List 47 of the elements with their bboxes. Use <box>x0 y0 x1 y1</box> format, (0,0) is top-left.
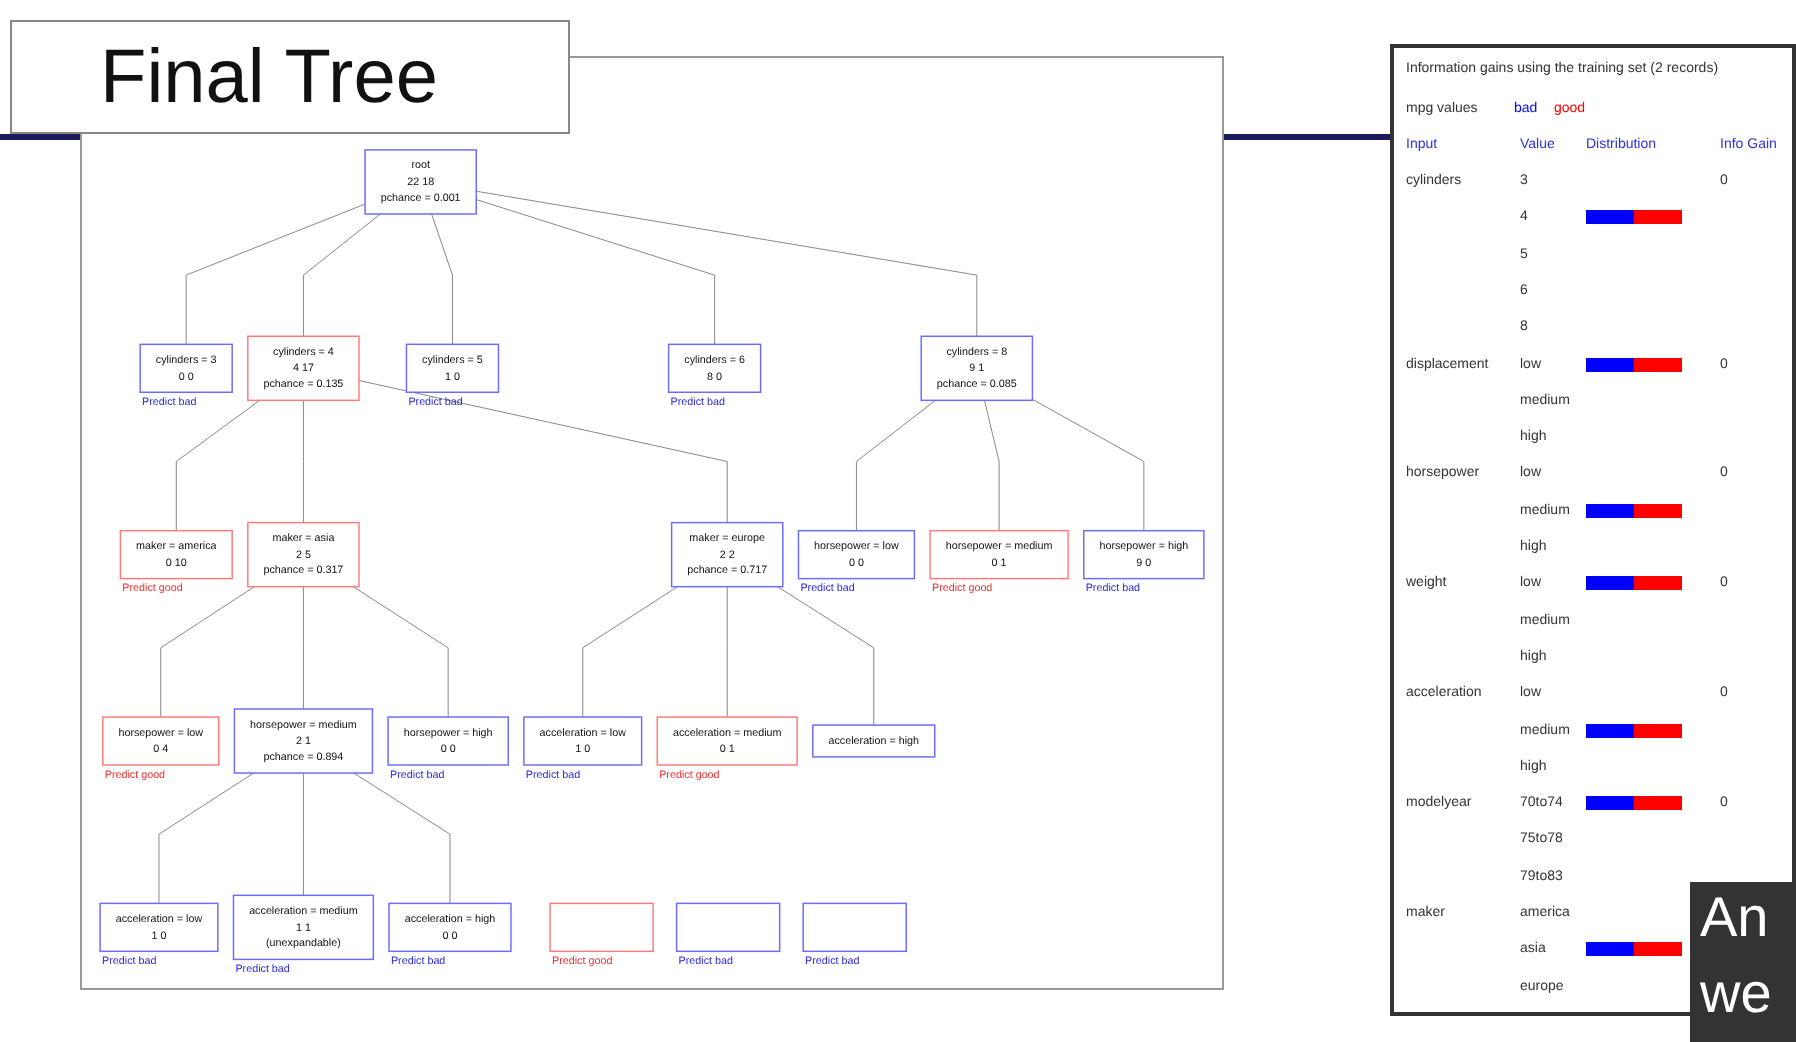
node-box <box>549 902 654 953</box>
connector <box>431 213 453 345</box>
connector <box>160 586 255 718</box>
node-box <box>802 902 907 953</box>
connector <box>158 772 255 904</box>
node-box <box>675 902 781 953</box>
node-box <box>1083 529 1205 580</box>
connector <box>855 399 936 532</box>
node-box <box>656 716 798 766</box>
node-box <box>797 529 916 580</box>
connector <box>302 213 381 337</box>
node-box <box>523 716 643 766</box>
node-box <box>920 335 1034 402</box>
node-box <box>388 902 512 953</box>
node-box <box>247 335 360 402</box>
node-box <box>99 902 219 953</box>
connector <box>302 586 304 710</box>
connector <box>302 399 304 524</box>
connector <box>353 772 451 904</box>
node-box <box>247 521 360 588</box>
node-box <box>139 343 233 393</box>
connector <box>582 586 679 718</box>
node-box <box>232 894 375 961</box>
connector <box>302 772 304 896</box>
title: Final Tree <box>10 20 570 134</box>
connector <box>185 203 366 345</box>
banner-text: we <box>1700 962 1772 1026</box>
connector <box>475 190 978 337</box>
connector <box>726 586 728 718</box>
node-box <box>364 149 477 215</box>
node-box <box>670 521 784 588</box>
node-box <box>119 529 233 580</box>
node-box <box>405 343 500 393</box>
connector <box>984 399 1000 532</box>
node-box <box>667 343 762 393</box>
connector <box>777 586 875 726</box>
node-box <box>812 724 936 758</box>
node-box <box>102 716 220 766</box>
node-box <box>233 708 374 774</box>
connector <box>358 380 728 524</box>
connector <box>1031 398 1145 532</box>
connector <box>475 199 716 345</box>
banner-text: An <box>1700 886 1769 950</box>
node-box <box>929 529 1069 580</box>
connector <box>175 399 261 532</box>
connector <box>352 586 449 718</box>
node-box <box>387 716 509 766</box>
